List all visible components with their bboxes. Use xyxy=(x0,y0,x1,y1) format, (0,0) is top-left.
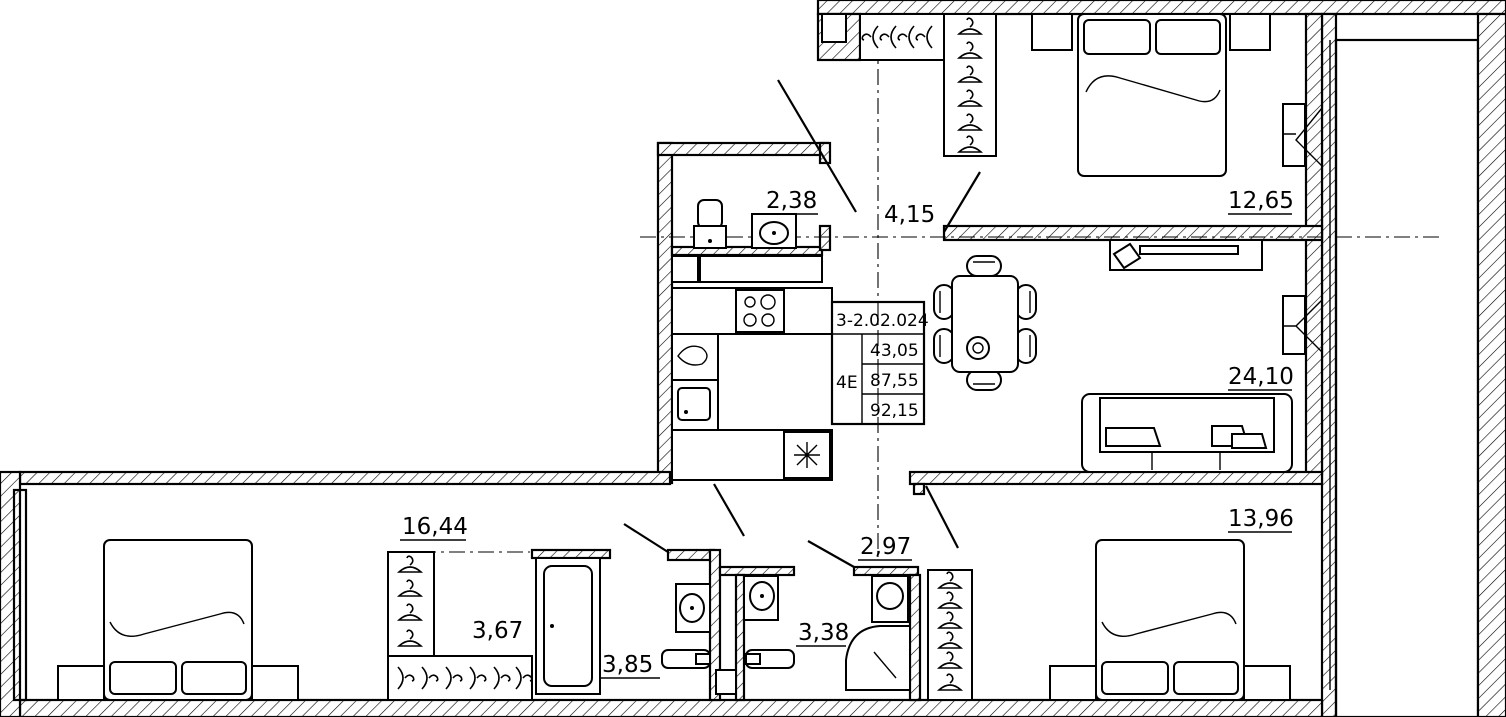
wall-bath-c xyxy=(718,565,796,577)
wardrobe-right xyxy=(927,569,973,701)
towel-rails xyxy=(661,649,795,695)
toilet-top xyxy=(693,199,727,249)
wall-wardrobe xyxy=(530,548,612,560)
room-area-3-85: 3,85 xyxy=(602,652,653,678)
wall-right-outer xyxy=(1320,12,1338,717)
sink-bath-b xyxy=(743,575,779,621)
room-area-2-97: 2,97 xyxy=(860,534,911,560)
sink-bath-a xyxy=(675,583,711,633)
wall-hall-stub2 xyxy=(818,224,832,252)
room-area-3-67: 3,67 xyxy=(472,618,523,644)
room-area-24-10: 24,10 xyxy=(1228,364,1294,390)
room-area-2-38: 2,38 xyxy=(766,188,817,214)
info-table: 3-2.02.024 4E 43,05 87,55 92,15 xyxy=(830,300,929,426)
room-area-4-15: 4,15 xyxy=(884,202,935,228)
shower xyxy=(845,625,911,691)
wall-bedroom-living xyxy=(942,224,1324,242)
radiator-living xyxy=(1282,295,1323,355)
wall-middle-right xyxy=(908,470,1324,486)
wall-shower-side xyxy=(908,573,922,702)
room-area-12-65: 12,65 xyxy=(1228,188,1294,214)
wall-top xyxy=(816,0,1506,16)
kitchen-units xyxy=(671,255,833,481)
room-area-16-44: 16,44 xyxy=(402,514,468,540)
wall-left xyxy=(0,470,22,717)
sink-top xyxy=(751,213,797,249)
radiator-top xyxy=(1282,103,1323,167)
wall-bottom xyxy=(18,698,1324,717)
window-left xyxy=(12,488,28,702)
bathtub xyxy=(535,557,601,695)
wardrobe-left xyxy=(387,551,533,701)
bed-right xyxy=(1049,539,1291,701)
wall-middle-left xyxy=(18,470,672,486)
bed-top xyxy=(1031,13,1271,177)
dining-table xyxy=(933,255,1037,391)
tv-console xyxy=(1109,239,1263,271)
door-swings xyxy=(623,79,981,568)
apartment-code: 3-2.02.024 xyxy=(836,311,929,331)
sofa xyxy=(1081,393,1293,473)
area-with-balcony: 92,15 xyxy=(870,401,919,421)
wall-right-inner xyxy=(1304,12,1324,476)
area-living: 43,05 xyxy=(870,341,919,361)
wall-kitchen-top xyxy=(656,141,830,157)
wall-kitchen-left xyxy=(656,141,674,485)
axis-lines xyxy=(420,40,1440,560)
wall-shower-top xyxy=(852,565,920,577)
wardrobe-top xyxy=(821,13,997,157)
bed-left xyxy=(57,539,299,701)
wall-bath-d xyxy=(734,573,746,702)
room-area-13-96: 13,96 xyxy=(1228,506,1294,532)
toilet-bottom xyxy=(871,575,909,623)
wall-door-stub xyxy=(912,482,926,496)
area-total: 87,55 xyxy=(870,371,919,391)
room-area-3-38: 3,38 xyxy=(798,620,849,646)
type-code: 4E xyxy=(836,373,858,393)
wall-bath-a xyxy=(666,548,716,562)
balcony-edge xyxy=(1476,12,1506,717)
balcony-rail xyxy=(1334,38,1480,717)
